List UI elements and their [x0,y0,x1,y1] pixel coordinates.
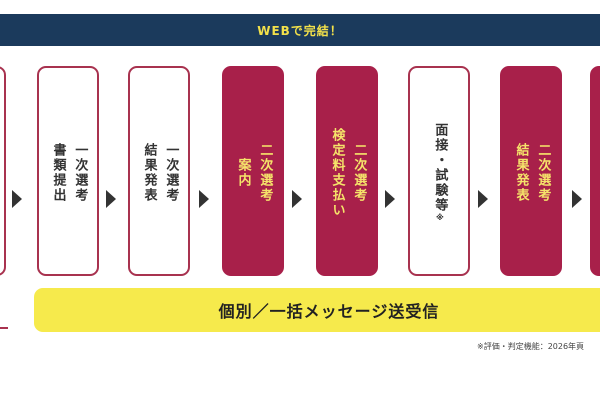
flow-step-screening1-submission: 一次選考 書類提出 [37,66,99,276]
step-line: 一次選考 [72,143,88,203]
step-line: 二次選考 [351,143,367,203]
flow-step-screening1-results: 一次選考 結果発表 [128,66,190,276]
flow-arrow-3 [199,190,209,208]
step-line: 結果発表 [141,143,157,203]
step-line: 一次選考 [163,143,179,203]
step-line-text: 面接・試験等 [432,122,448,213]
step-line: 二次選考 [535,143,551,203]
messaging-bar: 個別／一括メッセージ送受信 [34,288,600,332]
flow-step-partial-right [590,66,600,276]
flow-step-screening2-fee-payment: 二次選考 検定料支払い [316,66,378,276]
step-line: 面接・試験等※ [430,123,449,224]
footnote: ※評価・判定機能：2026年頁 [477,342,585,351]
flow-arrow-4 [292,190,302,208]
step-line: 案内 [235,158,251,188]
flow-step-interview-exam: 面接・試験等※ [408,66,470,276]
flow-step-screening2-results: 二次選考 結果発表 [500,66,562,276]
messaging-bar-label: 個別／一括メッセージ送受信 [218,302,440,321]
flow-connector-left [0,275,8,329]
banner-label: WEBで完結！ [257,23,343,38]
step-line: 結果発表 [513,143,529,203]
step-line: 書類提出 [50,143,66,203]
web-complete-banner: WEBで完結！ [0,14,600,46]
footnote-mark: ※ [435,212,445,224]
flow-step-partial-left [0,66,6,276]
flow-step-screening2-guidance: 二次選考 案内 [222,66,284,276]
flow-arrow-1 [12,190,22,208]
step-line: 二次選考 [257,143,273,203]
flow-arrow-5 [385,190,395,208]
flow-arrow-2 [106,190,116,208]
flow-arrow-6 [478,190,488,208]
step-line: 検定料支払い [329,128,345,218]
flow-arrow-7 [572,190,582,208]
